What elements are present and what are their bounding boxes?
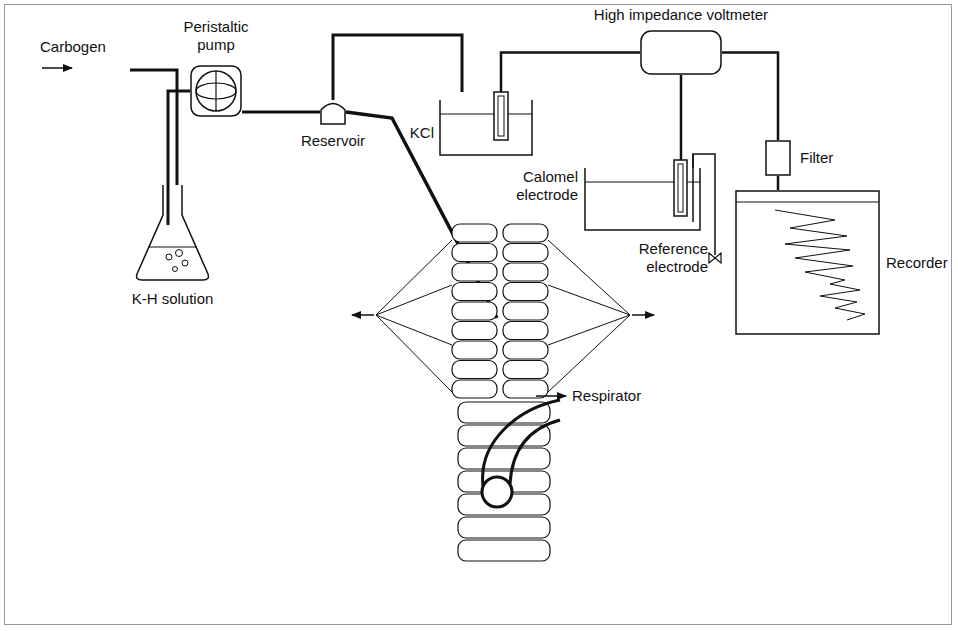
respirator-label: Respirator bbox=[572, 387, 641, 405]
gas-label: Carbogen bbox=[40, 38, 106, 56]
electrode-label: Reference electrode bbox=[628, 240, 708, 276]
voltmeter-box: High impedance voltmeter bbox=[640, 30, 722, 75]
flask-outline bbox=[135, 185, 210, 280]
filter-box: Filter bbox=[765, 140, 791, 176]
calomel-beaker: Calomel electrode bbox=[585, 160, 700, 230]
inflow-arrow bbox=[42, 67, 72, 69]
reservoir-symbol-outline bbox=[320, 100, 346, 124]
part-label: Calomel electrode bbox=[500, 168, 578, 204]
wire bbox=[722, 53, 778, 141]
threads bbox=[376, 240, 630, 392]
tube bbox=[242, 111, 320, 114]
part-label: Filter bbox=[800, 149, 860, 167]
filter-box-outline bbox=[765, 140, 791, 176]
tube bbox=[168, 91, 190, 185]
flask: K-H solution bbox=[135, 185, 210, 280]
part-label: Reservoir bbox=[290, 132, 376, 150]
part-label: Peristaltic pump bbox=[166, 18, 266, 54]
part-label: K-H solution bbox=[115, 290, 230, 308]
respirator-arrow bbox=[536, 395, 566, 397]
kcl-beaker: KCl bbox=[440, 92, 532, 155]
tube bbox=[333, 35, 462, 100]
tension-arrow bbox=[352, 314, 374, 316]
kcl-beaker-outline bbox=[440, 92, 532, 155]
part-label: Recorder bbox=[886, 254, 952, 272]
tension-arrow bbox=[632, 314, 654, 316]
recorder-box-outline bbox=[735, 190, 880, 335]
pump-symbol-outline bbox=[190, 65, 242, 117]
pump-symbol: Peristaltic pump bbox=[190, 65, 242, 117]
reservoir-symbol: Reservoir bbox=[320, 100, 346, 124]
wire bbox=[777, 176, 780, 190]
wire bbox=[501, 53, 640, 93]
voltmeter-box-outline bbox=[640, 30, 722, 75]
part-label: KCl bbox=[392, 124, 434, 142]
cannula bbox=[482, 400, 560, 507]
wire bbox=[680, 75, 683, 160]
recorder-box: Recorder bbox=[735, 190, 880, 335]
part-label: High impedance voltmeter bbox=[556, 6, 806, 24]
airway bbox=[452, 224, 550, 561]
calomel-beaker-outline bbox=[585, 160, 700, 230]
